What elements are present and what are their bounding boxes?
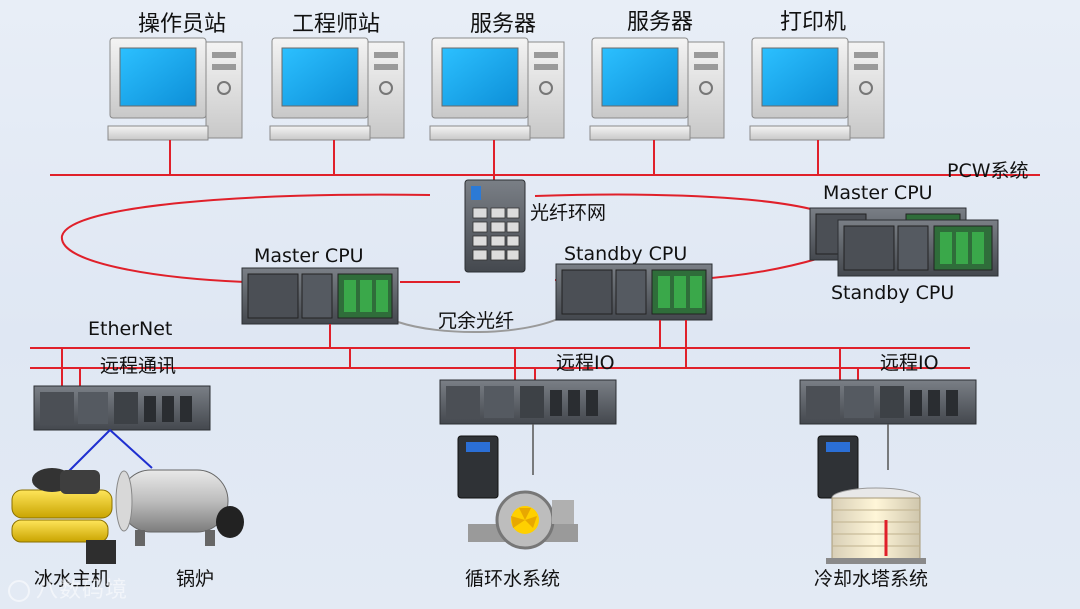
watermark-text: 八数码境 — [36, 578, 129, 603]
workstation-printer — [749, 37, 885, 141]
keyboard-icon — [107, 125, 209, 141]
workstation-operator — [107, 37, 243, 141]
vfd-icon — [457, 435, 499, 499]
plc-rack-left-master — [241, 267, 399, 325]
cooling-tower-icon — [826, 487, 926, 564]
watermark: 八数码境 — [8, 572, 128, 604]
workstation-server-2 — [589, 37, 725, 141]
workstation-engineer — [269, 37, 405, 141]
screen-icon — [119, 47, 197, 107]
label-cooling-tower: 冷却水塔系统 — [814, 568, 929, 590]
comm-links — [65, 429, 153, 475]
label-chiller: 冰水主机 — [34, 568, 111, 590]
label-remote-io-2: 远程IO — [880, 352, 939, 374]
remote-station-io-1 — [439, 379, 617, 425]
label-operator-station: 操作员站 — [138, 12, 227, 37]
workstation-server-1 — [429, 37, 565, 141]
label-fiber-ring: 光纤环网 — [530, 202, 607, 224]
label-pcw-system: PCW系统 — [947, 160, 1029, 182]
label-ethernet: EtherNet — [88, 318, 173, 340]
label-server-1: 服务器 — [470, 12, 537, 37]
fiber-switch — [464, 179, 526, 273]
label-right-master-cpu: Master CPU — [823, 182, 933, 204]
chiller-icon — [11, 468, 116, 564]
plc-rack-right-standby — [837, 219, 999, 277]
label-engineer-station: 工程师站 — [292, 12, 381, 37]
label-server-2: 服务器 — [627, 10, 694, 35]
ethernet-bus — [30, 320, 970, 390]
pump-icon — [468, 490, 578, 550]
label-left-master-cpu: Master CPU — [254, 245, 364, 267]
label-right-standby-cpu: Standby CPU — [831, 282, 955, 304]
boiler-icon — [115, 469, 244, 546]
label-remote-comm: 远程通讯 — [100, 355, 177, 377]
label-remote-io-1: 远程IO — [556, 352, 615, 374]
label-circulating-water: 循环水系统 — [465, 568, 561, 590]
label-center-standby-cpu: Standby CPU — [564, 243, 688, 265]
label-boiler: 锅炉 — [176, 568, 215, 590]
remote-station-io-2 — [799, 379, 977, 425]
label-redundant-fiber: 冗余光纤 — [438, 310, 515, 332]
remote-station-comm — [33, 385, 211, 431]
watermark-logo-icon — [8, 580, 30, 602]
vfd-icon-2 — [817, 435, 859, 499]
label-printer: 打印机 — [780, 10, 847, 35]
redundant-fiber-line — [397, 317, 561, 334]
pcw-bus — [50, 140, 1040, 185]
plc-rack-center-standby — [555, 263, 713, 321]
